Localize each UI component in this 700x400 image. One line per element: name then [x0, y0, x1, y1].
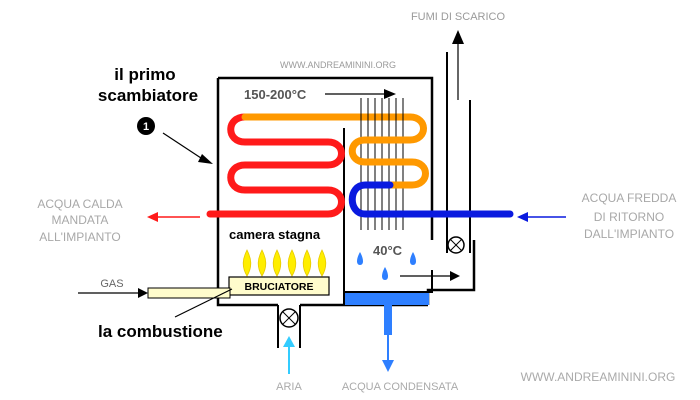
- acqua-fredda-2: DI RITORNO: [594, 210, 664, 224]
- burner-flames: [242, 249, 327, 277]
- flue-fan-icon: [447, 236, 465, 254]
- acqua-calda-1: ACQUA CALDA: [37, 197, 122, 211]
- badge-1: 1: [137, 117, 155, 135]
- acqua-calda-2: MANDATA: [52, 213, 109, 227]
- cold-water-in-arrow: [517, 212, 566, 222]
- camera-stagna-label: camera stagna: [229, 227, 321, 242]
- condensata-label: ACQUA CONDENSATA: [342, 381, 459, 393]
- flue-pipe: [446, 52, 471, 253]
- temp-low-label: 40°C: [373, 243, 403, 258]
- gas-label: GAS: [100, 278, 123, 290]
- combustione-label: la combustione: [98, 322, 223, 341]
- fumi-label: FUMI DI SCARICO: [411, 11, 506, 23]
- hot-coil: [206, 113, 345, 218]
- acqua-fredda-3: DALL'IMPIANTO: [584, 227, 674, 241]
- cold-coil: [348, 181, 514, 218]
- primo-line1: il primo: [114, 65, 175, 84]
- gas-pipe: [78, 287, 231, 299]
- watermark-top: WWW.ANDREAMININI.ORG: [280, 60, 396, 70]
- aria-label: ARIA: [276, 381, 302, 393]
- primo-line2: scambiatore: [98, 86, 198, 105]
- temp-high-label: 150-200°C: [244, 87, 307, 102]
- watermark-bottom: WWW.ANDREAMININI.ORG: [521, 370, 676, 384]
- condensate-drops: [357, 252, 416, 280]
- warm-condenser-coil: [348, 113, 429, 189]
- bruciatore-label: BRUCIATORE: [244, 281, 313, 293]
- air-intake: [277, 305, 301, 374]
- svg-text:1: 1: [143, 121, 149, 133]
- condensate-drain: [382, 305, 394, 372]
- combustione-pointer: [174, 288, 233, 318]
- burner-box: [228, 276, 330, 296]
- acqua-fredda-1: ACQUA FREDDA: [582, 191, 677, 205]
- acqua-calda-3: ALL'IMPIANTO: [39, 230, 120, 244]
- temp-flow-arrow: [325, 89, 396, 99]
- primo-pointer: [162, 132, 213, 164]
- exhaust-arrow: [452, 30, 464, 100]
- gas-to-flue-arrow: [400, 271, 460, 281]
- condensate-pool: [345, 293, 429, 305]
- hot-water-out-arrow: [147, 212, 200, 222]
